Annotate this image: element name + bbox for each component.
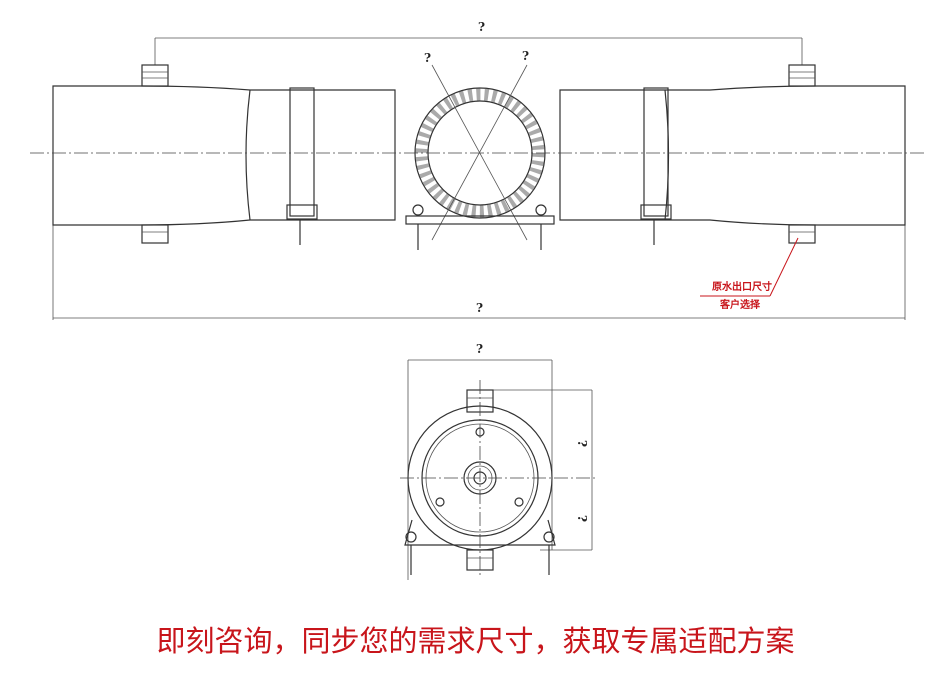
- left-top-nozzle: [141, 64, 169, 87]
- right-clamp: [643, 87, 669, 217]
- dimension-total-length: ?: [476, 301, 483, 315]
- dimension-end-height-lower: ?: [575, 515, 589, 522]
- dimension-end-height-upper: ?: [575, 440, 589, 447]
- left-bottom-nozzle: [141, 224, 169, 244]
- end-view: ? ? ?: [400, 342, 595, 580]
- ring-base: [405, 215, 555, 225]
- left-clamp: [289, 87, 315, 217]
- annotation-line2: 客户选择: [719, 298, 761, 311]
- dimension-top-span: ?: [478, 20, 485, 34]
- dimension-end-width: ?: [476, 342, 483, 356]
- right-bottom-nozzle: [788, 224, 816, 244]
- caption-text: 即刻咨询，同步您的需求尺寸，获取专属适配方案: [156, 624, 795, 658]
- side-view: ? ? ? ?: [30, 20, 925, 320]
- left-housing: [52, 85, 396, 226]
- annotation-line1: 原水出口尺寸: [712, 280, 772, 293]
- dimension-ring-right: ?: [522, 49, 529, 63]
- right-top-nozzle: [788, 64, 816, 87]
- dimension-ring-left: ?: [424, 51, 431, 65]
- right-housing: [559, 85, 906, 226]
